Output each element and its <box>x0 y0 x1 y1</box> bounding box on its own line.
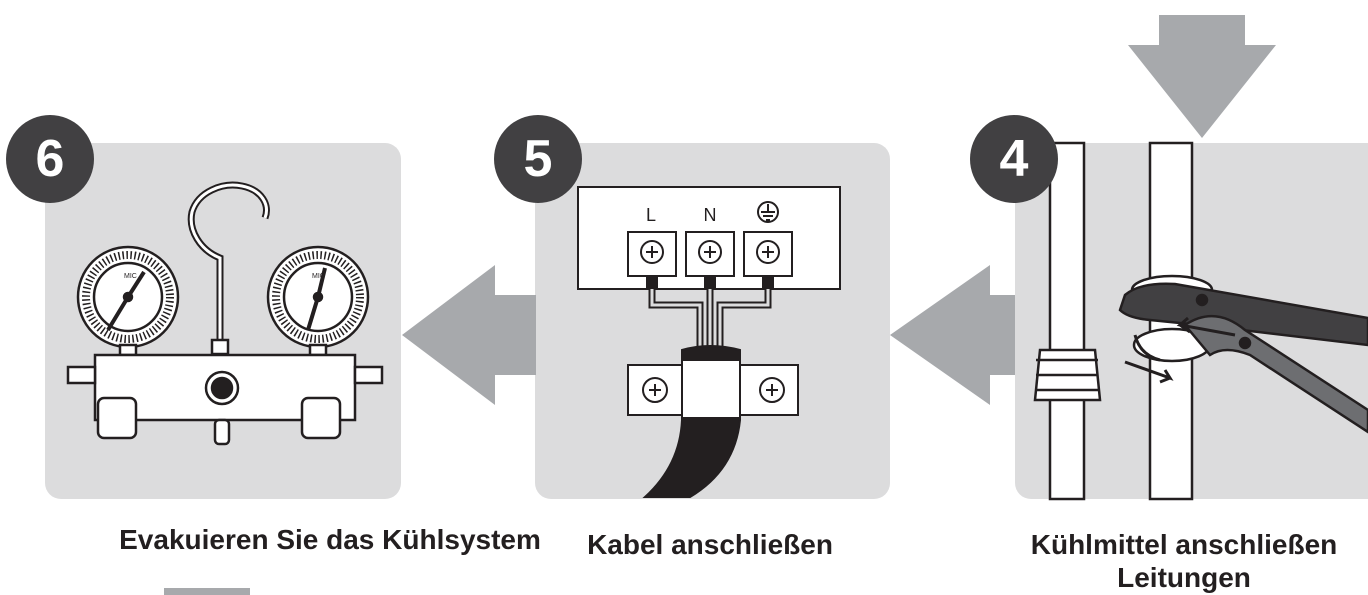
arrow-down-icon <box>1128 15 1276 138</box>
manifold-gauge-icon: MIC MIC <box>66 181 384 446</box>
step-5-caption: Kabel anschließen <box>587 529 833 560</box>
arrow-left-icon <box>890 265 1015 405</box>
step-number-badge: 6 <box>6 115 94 203</box>
step-4-caption-line1: Kühlmittel anschließen <box>1030 529 1338 560</box>
wrench-icon <box>1118 282 1368 434</box>
arrow-left-icon <box>402 265 536 405</box>
step-6-caption: Evakuieren Sie das Kühlsystem <box>119 524 541 555</box>
step-number-badge: 4 <box>970 115 1058 203</box>
right-gauge-label: MIC <box>312 273 325 280</box>
step-4-caption-line2: Leitungen <box>1117 562 1251 593</box>
step-number-badge: 5 <box>494 115 582 203</box>
cable <box>627 289 799 498</box>
terminal-label-n: N <box>704 205 717 225</box>
screw-icon <box>640 240 780 264</box>
left-gauge-label: MIC <box>124 273 137 280</box>
earth-ground-icon <box>757 201 779 223</box>
terminal-label-l: L <box>646 205 656 225</box>
step-4-caption: Kühlmittel anschließen Leitungen <box>1000 528 1368 594</box>
terminal-block <box>577 186 841 290</box>
decorative-bar <box>164 588 250 595</box>
